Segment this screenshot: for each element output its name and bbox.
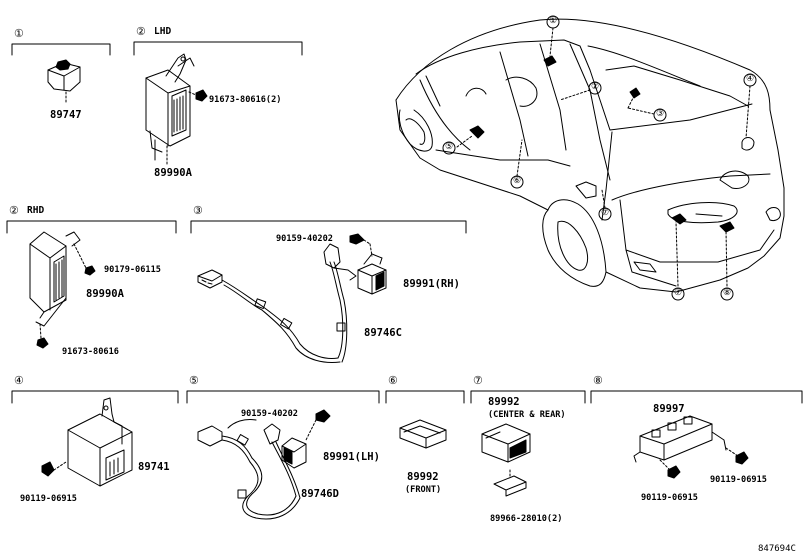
part-label-90179-06115: 90179-06115 — [104, 265, 161, 275]
vehicle-callout-2: ② — [591, 82, 600, 92]
part-label-90119-06915-left: 90119-06915 — [641, 493, 698, 503]
part-label-89992-front-note: (FRONT) — [405, 485, 442, 495]
part-label-89747: 89747 — [50, 109, 82, 121]
section-brackets — [6, 41, 803, 404]
part-89992-center-rear-sensor — [481, 423, 531, 463]
section-5-number: ⑤ — [189, 374, 199, 387]
part-label-90119-06915-right: 90119-06915 — [710, 475, 767, 485]
part-89746D-harness — [197, 419, 301, 520]
vehicle-callout-7-lower: ⑦ — [674, 288, 683, 298]
part-89992-front-sensor — [399, 419, 447, 449]
part-label-90159-40202-rh: 90159-40202 — [276, 234, 333, 244]
section-4-number: ④ — [14, 374, 24, 387]
diagram-code: 847694C — [758, 544, 796, 554]
part-label-89990A-lhd: 89990A — [154, 167, 192, 179]
part-89747-sensor — [47, 59, 81, 105]
part-label-89741: 89741 — [138, 461, 170, 473]
part-label-89992-center-rear-note: (CENTER & REAR) — [488, 410, 566, 420]
part-89966-28010-bracket — [493, 469, 527, 497]
part-89741-siren — [41, 397, 133, 487]
part-label-89992-center-rear: 89992 — [488, 396, 520, 408]
section-7-number: ⑦ — [473, 374, 483, 387]
vehicle-callout-5: ⑤ — [445, 142, 454, 152]
vehicle-callout-1: ① — [549, 16, 558, 26]
part-label-90119-06915-siren: 90119-06915 — [20, 494, 77, 504]
section-2-rhd-label: RHD — [27, 205, 45, 216]
part-label-89997: 89997 — [653, 403, 685, 415]
section-2-lhd-number: ② — [136, 25, 146, 38]
part-label-89746D: 89746D — [301, 488, 339, 500]
part-label-90159-40202-lh: 90159-40202 — [241, 409, 298, 419]
part-89746C-harness — [197, 243, 357, 363]
part-89997-bracket — [633, 415, 749, 479]
vehicle-callout-4: ④ — [746, 74, 755, 84]
part-label-89991-lh: 89991(LH) — [323, 451, 380, 463]
part-89990A-lhd — [145, 53, 208, 166]
section-1-number: ① — [14, 27, 24, 40]
section-3-number: ③ — [193, 204, 203, 217]
section-2-rhd-number: ② — [9, 204, 19, 217]
section-6-number: ⑥ — [388, 374, 398, 387]
part-label-91673-80616: 91673-80616 — [62, 347, 119, 357]
vehicle-callout-6: ⑥ — [513, 176, 522, 186]
part-label-89991-rh: 89991(RH) — [403, 278, 460, 290]
section-8-number: ⑧ — [593, 374, 603, 387]
vehicle-minivan — [395, 18, 785, 293]
part-label-89746C: 89746C — [364, 327, 402, 339]
vehicle-callout-circles — [442, 15, 757, 301]
vehicle-callout-3: ③ — [656, 109, 665, 119]
vehicle-callout-7-upper: ⑦ — [601, 208, 610, 218]
part-label-89966-28010-2: 89966-28010(2) — [490, 514, 563, 524]
section-2-lhd-label: LHD — [154, 26, 172, 37]
part-89991-rh-sensor — [349, 233, 387, 295]
part-89991-lh-sensor — [281, 409, 331, 469]
vehicle-part-locations — [456, 27, 751, 287]
part-label-91673-80616-2: 91673-80616(2) — [209, 95, 282, 105]
part-label-89990A-rhd: 89990A — [86, 288, 124, 300]
part-89990A-rhd — [29, 231, 96, 349]
part-label-89992-front: 89992 — [407, 471, 439, 483]
vehicle-callout-8: ⑧ — [723, 288, 732, 298]
